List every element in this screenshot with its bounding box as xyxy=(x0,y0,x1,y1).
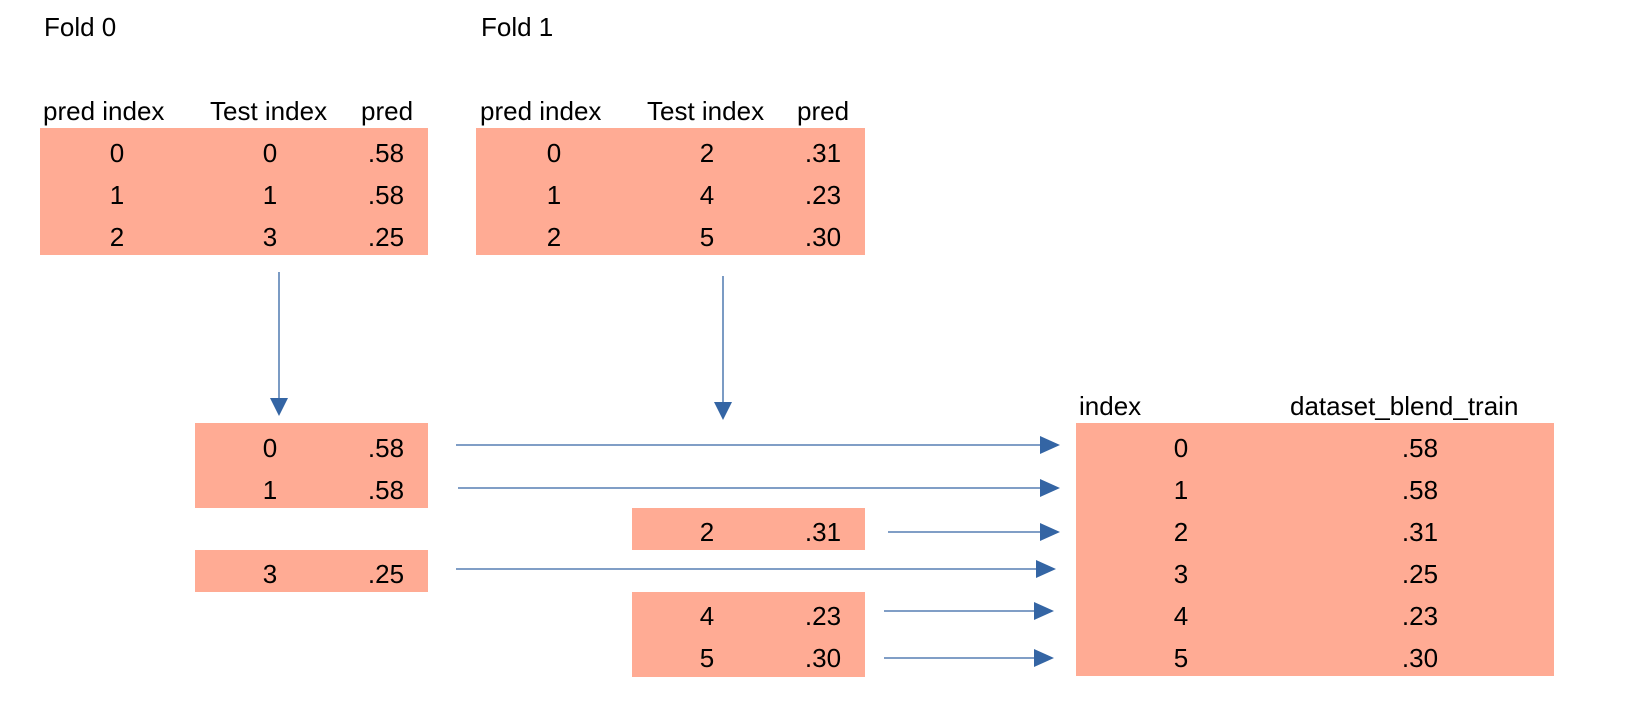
arrowhead-4 xyxy=(1034,602,1054,620)
arrowhead-5 xyxy=(1034,649,1054,667)
mapped-pred: .58 xyxy=(367,433,405,463)
result-header-index: index xyxy=(1079,391,1142,421)
result-cell: 0 xyxy=(1173,433,1189,463)
fold1-header-pred-index: pred index xyxy=(480,96,602,126)
fold0-table: 0 0 .58 1 1 .58 2 3 .25 xyxy=(40,128,428,255)
arrowhead-3 xyxy=(1036,560,1056,578)
fold0-cell: .58 xyxy=(367,138,405,168)
fold1-cell: 2 xyxy=(699,138,715,168)
fold1-mapped-block-a: 2 .31 xyxy=(632,508,865,550)
arrowhead-1 xyxy=(1040,479,1060,497)
result-cell: 5 xyxy=(1173,643,1189,673)
result-cell: 3 xyxy=(1173,559,1189,589)
fold0-mapped-block-b: 3 .25 xyxy=(195,550,428,592)
mapped-index: 4 xyxy=(699,601,715,631)
fold1-mapped-block-b: 4 .23 5 .30 xyxy=(632,592,865,677)
fold0-cell: 0 xyxy=(109,138,125,168)
result-cell: 4 xyxy=(1173,601,1189,631)
fold1-cell: 1 xyxy=(546,180,562,210)
arrowhead-0 xyxy=(1040,436,1060,454)
result-cell: .23 xyxy=(1401,601,1439,631)
fold0-cell: 1 xyxy=(109,180,125,210)
result-cell: .25 xyxy=(1401,559,1439,589)
mapped-index: 1 xyxy=(262,475,278,505)
result-header-dataset-blend-train: dataset_blend_train xyxy=(1290,391,1519,421)
mapped-pred: .58 xyxy=(367,475,405,505)
mapped-pred: .31 xyxy=(804,517,842,547)
fold0-cell: 3 xyxy=(262,222,278,252)
fold1-cell: 4 xyxy=(699,180,715,210)
arrowhead-2 xyxy=(1040,523,1060,541)
fold0-cell: 0 xyxy=(262,138,278,168)
fold1-header-test-index: Test index xyxy=(647,96,765,126)
mapped-pred: .25 xyxy=(367,559,405,589)
mapped-pred: .30 xyxy=(804,643,842,673)
mapped-index: 3 xyxy=(262,559,278,589)
result-table: 0 .58 1 .58 2 .31 3 .25 4 .23 5 .30 xyxy=(1076,423,1554,676)
result-cell: 1 xyxy=(1173,475,1189,505)
mapped-pred: .23 xyxy=(804,601,842,631)
fold1-header-pred: pred xyxy=(797,96,850,126)
fold0-title: Fold 0 xyxy=(44,12,117,42)
fold1-down-arrowhead xyxy=(714,402,732,420)
fold1-cell: .23 xyxy=(804,180,842,210)
mapped-index: 0 xyxy=(262,433,278,463)
fold0-cell: .25 xyxy=(367,222,405,252)
fold1-cell: .30 xyxy=(804,222,842,252)
fold1-title: Fold 1 xyxy=(481,12,554,42)
fold0-cell: 1 xyxy=(262,180,278,210)
result-cell: .30 xyxy=(1401,643,1439,673)
mapped-index: 5 xyxy=(699,643,715,673)
fold1-cell: 5 xyxy=(699,222,715,252)
result-cell: .58 xyxy=(1401,433,1439,463)
fold1-cell: 2 xyxy=(546,222,562,252)
fold0-header-pred-index: pred index xyxy=(43,96,165,126)
result-cell: .58 xyxy=(1401,475,1439,505)
fold0-down-arrowhead xyxy=(270,398,288,416)
fold1-table: 0 2 .31 1 4 .23 2 5 .30 xyxy=(476,128,865,255)
fold0-cell: 2 xyxy=(109,222,125,252)
fold0-cell: .58 xyxy=(367,180,405,210)
result-cell: 2 xyxy=(1173,517,1189,547)
fold0-header-pred: pred xyxy=(361,96,414,126)
fold1-cell: .31 xyxy=(804,138,842,168)
fold0-mapped-block-a: 0 .58 1 .58 xyxy=(195,423,428,508)
mapped-index: 2 xyxy=(699,517,715,547)
fold1-cell: 0 xyxy=(546,138,562,168)
result-cell: .31 xyxy=(1401,517,1439,547)
fold0-header-test-index: Test index xyxy=(210,96,328,126)
